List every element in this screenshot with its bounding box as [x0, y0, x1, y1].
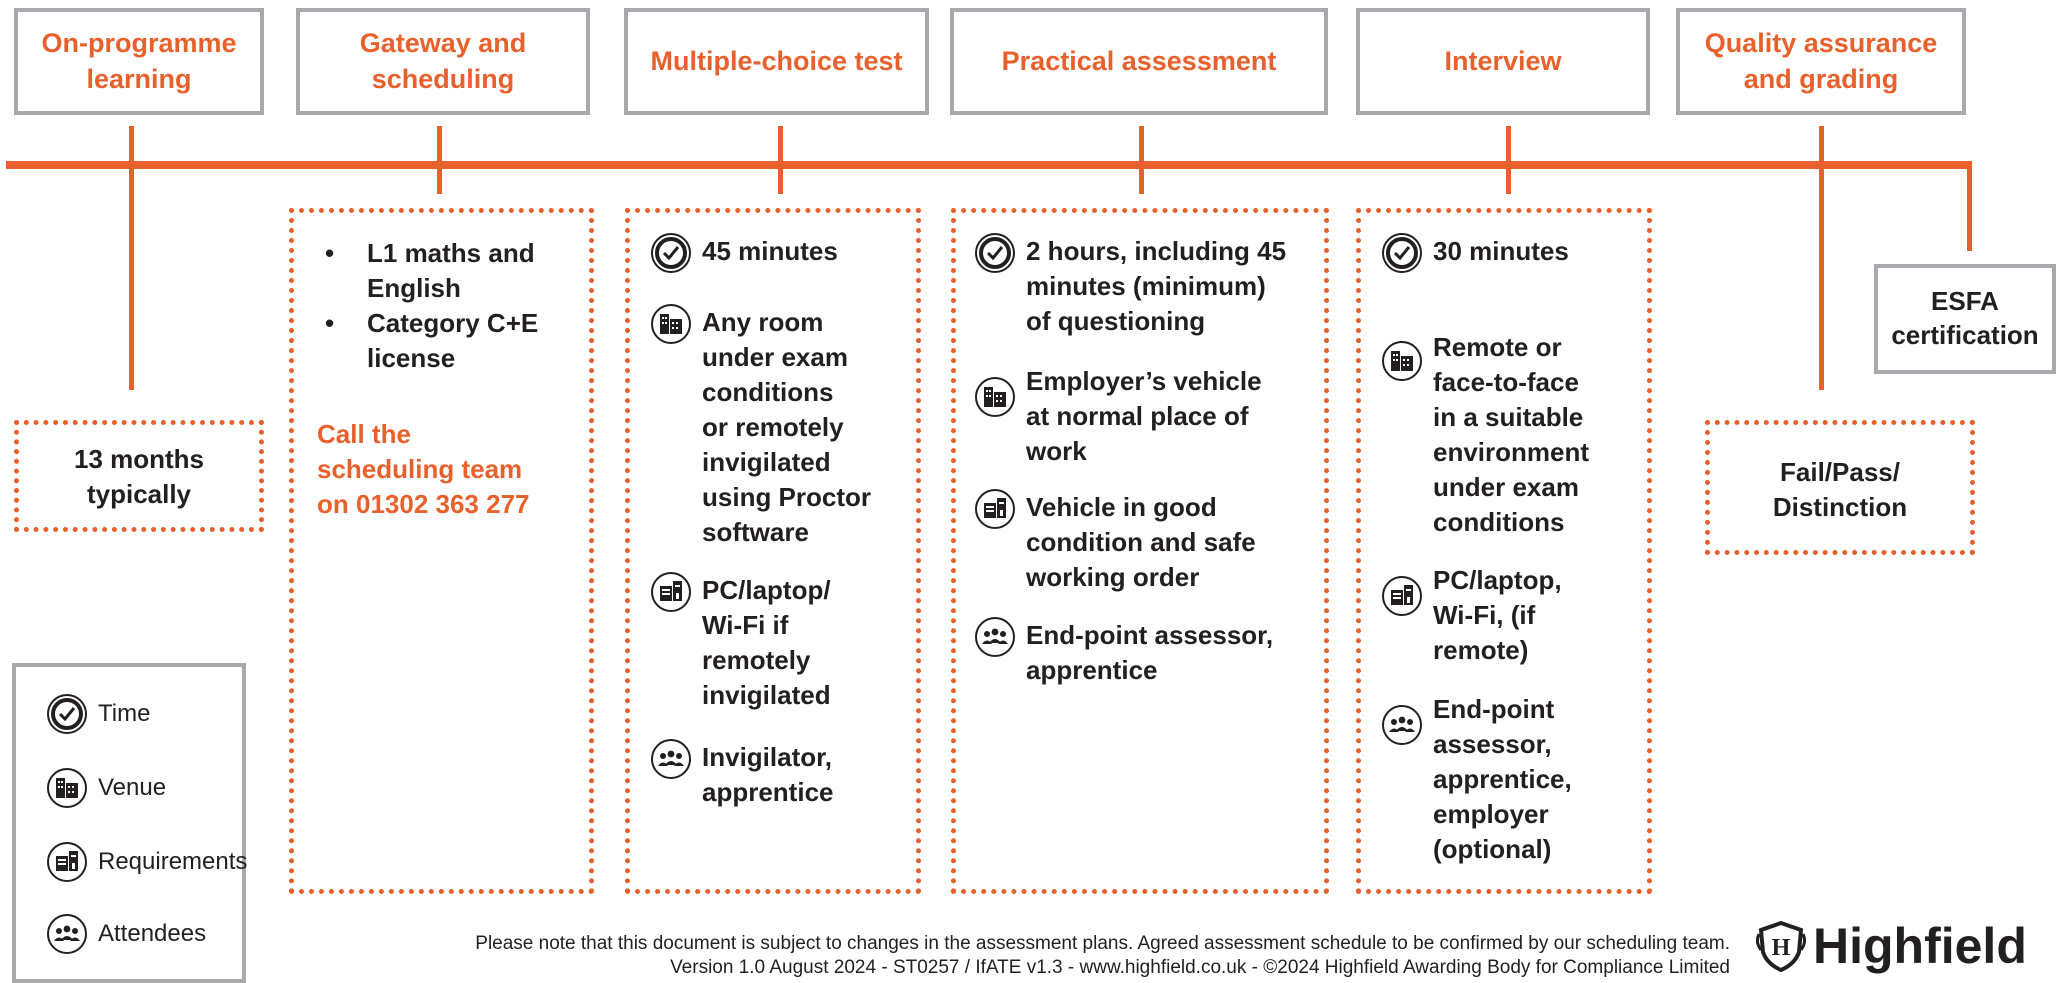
attendees-icon [974, 616, 1016, 658]
timeline-line [6, 161, 1972, 169]
gateway-bullet-license: •Category C+E license [325, 308, 539, 373]
mct-requirements: PC/laptop/ Wi-Fi if remotely invigilated [650, 573, 831, 713]
logo-letter: H [1772, 935, 1791, 961]
footer-version: Version 1.0 August 2024 - ST0257 / IfATE… [670, 957, 1730, 978]
stage-gateway: Gateway and scheduling [296, 8, 590, 115]
footer-disclaimer: Please note that this document is subjec… [475, 933, 1730, 954]
stage-on-programme-label: On-programme learning [41, 28, 237, 94]
legend-attendees: Attendees [46, 913, 206, 955]
on-programme-box [14, 420, 264, 532]
logo-text: Highfield [1813, 918, 2027, 974]
on-programme-duration: 13 months typically [73, 444, 205, 509]
mct-venue: Any room under exam conditions or remote… [650, 305, 871, 550]
connector-qa [1819, 126, 1824, 390]
stage-qa: Quality assurance and grading [1676, 8, 1966, 115]
connector-on-programme [129, 126, 134, 390]
clock-icon [650, 232, 692, 274]
interview-venue: Remote or face-to-face in a suitable env… [1381, 330, 1589, 540]
connector-gateway [437, 126, 442, 194]
stage-on-programme: On-programme learning [14, 8, 264, 115]
mct-time: 45 minutes [650, 234, 838, 274]
clock-icon [1381, 232, 1423, 274]
clock-icon [974, 232, 1016, 274]
stage-practical: Practical assessment [950, 8, 1328, 115]
interview-time: 30 minutes [1381, 234, 1569, 274]
gateway-box [289, 208, 594, 894]
legend-time: Time [46, 693, 150, 735]
connector-esfa [1967, 161, 1972, 251]
qa-grades: Fail/Pass/ Distinction [1772, 457, 1908, 522]
connector-practical [1139, 126, 1144, 194]
building-icon [974, 376, 1016, 418]
stage-mct: Multiple-choice test [624, 8, 929, 115]
building-icon [1381, 340, 1423, 382]
requirements-icon [46, 841, 88, 883]
stage-gateway-label: Gateway and scheduling [359, 28, 527, 94]
mct-attendees: Invigilator, apprentice [650, 740, 834, 810]
stage-mct-label: Multiple-choice test [650, 45, 903, 76]
legend-venue: Venue [46, 767, 166, 809]
interview-attendees: End-point assessor, apprentice, employer… [1381, 692, 1572, 867]
shield-icon: H [1755, 920, 1807, 972]
legend: Time Venue Requirements Attendees [12, 663, 247, 983]
stage-esfa-label: ESFA certification [1891, 286, 2039, 350]
gateway-requirements-list: •L1 maths and English •Category C+E lice… [325, 236, 585, 376]
practical-requirements: Vehicle in good condition and safe worki… [974, 490, 1256, 595]
requirements-icon [1381, 575, 1423, 617]
practical-venue: Employer’s vehicle at normal place of wo… [974, 364, 1262, 469]
gateway-bullet-maths: •L1 maths and English [325, 238, 535, 303]
stage-interview-label: Interview [1444, 45, 1562, 76]
stage-esfa: ESFA certification [1874, 264, 2056, 374]
interview-box [1356, 208, 1652, 894]
stage-interview: Interview [1356, 8, 1650, 115]
practical-attendees: End-point assessor, apprentice [974, 618, 1273, 688]
connector-mct [778, 126, 783, 194]
stage-practical-label: Practical assessment [1001, 45, 1277, 76]
attendees-icon [650, 738, 692, 780]
attendees-icon [1381, 704, 1423, 746]
stage-qa-label: Quality assurance and grading [1704, 28, 1938, 94]
highfield-logo: H Highfield [1755, 917, 2027, 975]
legend-requirements: Requirements [46, 841, 247, 883]
practical-box [951, 208, 1329, 894]
building-icon [46, 767, 88, 809]
requirements-icon [974, 488, 1016, 530]
building-icon [650, 303, 692, 345]
connector-interview [1506, 126, 1511, 194]
requirements-icon [650, 571, 692, 613]
gateway-call-text: Call the scheduling team on 01302 363 27… [317, 419, 530, 519]
clock-icon [46, 693, 88, 735]
practical-time: 2 hours, including 45 minutes (minimum) … [974, 234, 1286, 339]
interview-requirements: PC/laptop, Wi-Fi, (if remote) [1381, 563, 1562, 668]
mct-box [625, 208, 921, 894]
qa-box [1705, 420, 1975, 555]
attendees-icon [46, 913, 88, 955]
